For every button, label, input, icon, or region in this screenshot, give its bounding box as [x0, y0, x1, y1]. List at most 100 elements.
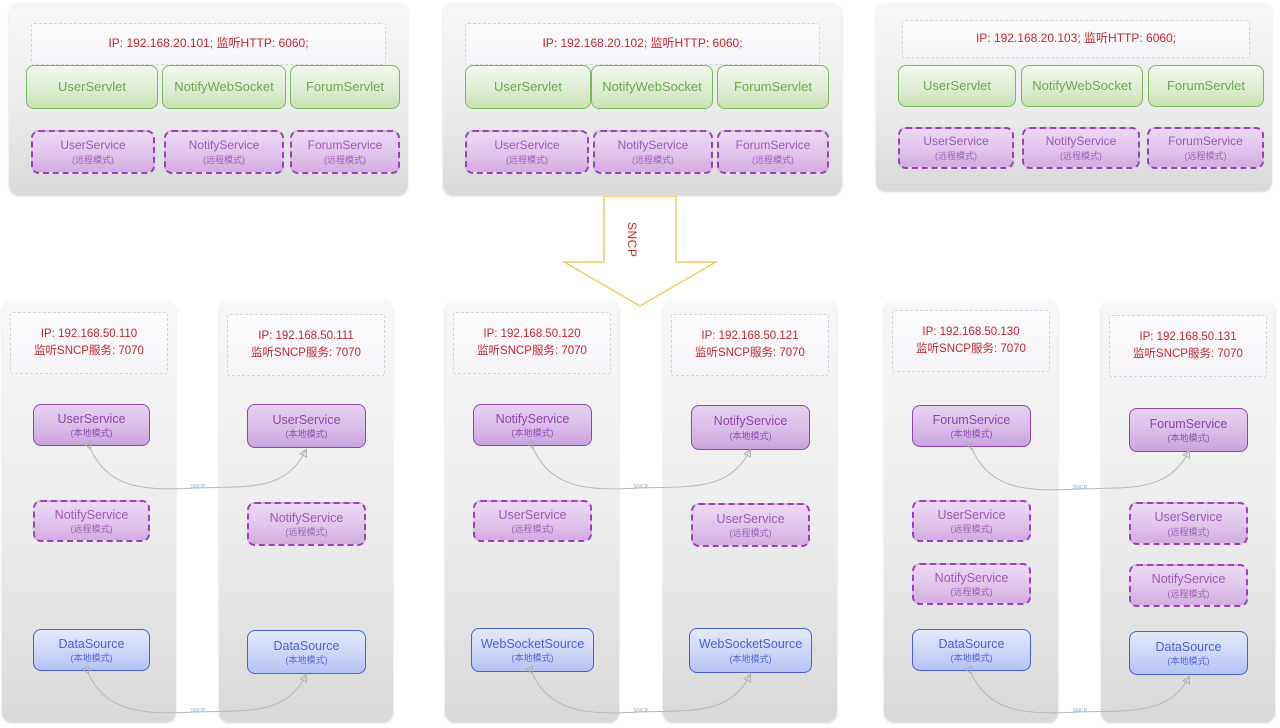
sncp-node-4-box-2[interactable]: UserService (远程模式)	[691, 503, 810, 547]
node-label: UserService	[498, 507, 567, 522]
http-panel-2: IP: 192.168.20.102; 监听HTTP: 6060; UserSe…	[443, 3, 842, 195]
sncp-node-1-port: 监听SNCP服务: 7070	[34, 345, 144, 357]
node-label: UserService	[57, 411, 126, 426]
sncp-node-1-box-2[interactable]: NotifyService (远程模式)	[33, 500, 150, 542]
sncp-node-1-box-3[interactable]: DataSource (本地模式)	[33, 629, 150, 671]
http-panel-1-servlet-1[interactable]: UserServlet	[26, 65, 158, 109]
sncp-node-1: IP: 192.168.50.110 监听SNCP服务: 7070 UserSe…	[2, 300, 176, 722]
sncp-node-2-ip: IP: 192.168.50.111	[258, 330, 354, 343]
node-label: NotifyWebSocket	[602, 78, 702, 94]
sncp-node-6-box-3[interactable]: NotifyService (远程模式)	[1129, 564, 1248, 607]
http-panel-1-service-1[interactable]: UserService (远程模式)	[31, 130, 155, 174]
node-label: ForumServlet	[305, 78, 385, 94]
node-label: DataSource	[273, 638, 340, 653]
sncp-node-1-header: IP: 192.168.50.110 监听SNCP服务: 7070	[10, 312, 168, 374]
http-panel-3-service-1[interactable]: UserService (远程模式)	[898, 127, 1014, 169]
sncp-node-6-box-2[interactable]: UserService (远程模式)	[1129, 502, 1248, 545]
node-label: UserService	[937, 507, 1006, 522]
node-label: NotifyService	[495, 411, 570, 426]
node-label: ForumService	[932, 412, 1011, 427]
sncp-node-2-box-1[interactable]: UserService (本地模式)	[247, 404, 366, 448]
http-panel-2-header: IP: 192.168.20.102; 监听HTTP: 6060;	[465, 23, 820, 65]
node-mode: (本地模式)	[285, 655, 328, 666]
sncp-node-5-box-2[interactable]: UserService (远程模式)	[912, 500, 1031, 542]
sncp-arrow-icon	[561, 196, 719, 307]
sncp-node-6-ip: IP: 192.168.50.131	[1139, 331, 1237, 344]
http-panel-2-servlet-2[interactable]: NotifyWebSocket	[591, 65, 713, 109]
http-panel-3-servlet-2[interactable]: NotifyWebSocket	[1021, 65, 1143, 107]
node-label: ForumService	[735, 137, 811, 152]
http-panel-1-servlet-3[interactable]: ForumServlet	[290, 65, 400, 109]
node-mode: (本地模式)	[729, 653, 772, 664]
node-label: UserService	[923, 133, 989, 148]
node-label: NotifyService	[713, 414, 788, 429]
node-label: ForumServlet	[1166, 77, 1246, 93]
http-panel-3-servlet-1[interactable]: UserServlet	[898, 65, 1016, 107]
http-panel-1-servlet-2[interactable]: NotifyWebSocket	[162, 65, 286, 109]
sncp-node-1-box-1[interactable]: UserService (本地模式)	[33, 404, 150, 446]
node-label: UserServlet	[58, 78, 126, 94]
node-mode: (远程模式)	[950, 524, 993, 535]
node-label: DataSource	[58, 636, 125, 651]
sncp-node-3-box-3[interactable]: WebSocketSource (本地模式)	[471, 628, 594, 672]
sncp-node-4-box-3[interactable]: WebSocketSource (本地模式)	[689, 628, 812, 673]
node-mode: (本地模式)	[70, 653, 113, 664]
sncp-node-2-box-2[interactable]: NotifyService (远程模式)	[247, 502, 366, 546]
node-mode: (本地模式)	[1167, 433, 1210, 444]
http-panel-1-service-2[interactable]: NotifyService (远程模式)	[164, 130, 284, 174]
http-panel-3-servlet-3[interactable]: ForumServlet	[1148, 65, 1264, 107]
http-panel-2-service-1[interactable]: UserService (远程模式)	[465, 130, 589, 174]
sncp-node-3: IP: 192.168.50.120 监听SNCP服务: 7070 Notify…	[445, 300, 619, 722]
sncp-node-3-header: IP: 192.168.50.120 监听SNCP服务: 7070	[453, 312, 611, 374]
node-mode: (本地模式)	[1167, 656, 1210, 667]
sncp-node-6-box-1[interactable]: ForumService (本地模式)	[1129, 408, 1248, 452]
http-panel-3-service-3[interactable]: ForumService (远程模式)	[1147, 127, 1264, 169]
node-label: DataSource	[938, 636, 1005, 651]
node-mode: (远程模式)	[752, 154, 794, 165]
node-label: NotifyService	[54, 507, 129, 522]
node-label: NotifyService	[188, 137, 260, 152]
node-mode: (本地模式)	[70, 428, 113, 439]
node-label: WebSocketSource	[698, 637, 803, 652]
http-panel-2-service-3[interactable]: ForumService (远程模式)	[717, 130, 829, 174]
sncp-node-4-port: 监听SNCP服务: 7070	[695, 347, 805, 359]
node-label: NotifyService	[934, 570, 1009, 585]
sncp-arrow-label: SNCP	[625, 222, 639, 258]
sncp-node-5-box-3[interactable]: NotifyService (远程模式)	[912, 563, 1031, 605]
http-panel-2-servlet-3[interactable]: ForumServlet	[717, 65, 829, 109]
node-mode: (本地模式)	[285, 429, 328, 440]
http-panel-1-header-line: IP: 192.168.20.101; 监听HTTP: 6060;	[108, 36, 309, 51]
node-label: DataSource	[1155, 639, 1222, 654]
http-panel-2-service-2[interactable]: NotifyService (远程模式)	[593, 130, 713, 174]
node-label: NotifyWebSocket	[174, 78, 274, 94]
sncp-node-6-box-4[interactable]: DataSource (本地模式)	[1129, 631, 1248, 675]
node-mode: (本地模式)	[950, 653, 993, 664]
http-panel-1-service-3[interactable]: ForumService (远程模式)	[290, 130, 400, 174]
node-label: UserService	[272, 412, 341, 427]
http-panel-2-servlet-1[interactable]: UserServlet	[465, 65, 591, 109]
sncp-node-4-ip: IP: 192.168.50.121	[701, 330, 799, 343]
http-panel-3-header: IP: 192.168.20.103; 监听HTTP: 6060;	[902, 20, 1250, 58]
http-panel-3-service-2[interactable]: NotifyService (远程模式)	[1022, 127, 1140, 169]
sncp-node-4-box-1[interactable]: NotifyService (本地模式)	[691, 405, 810, 450]
node-mode: (远程模式)	[511, 524, 554, 535]
http-panel-3-header-line: IP: 192.168.20.103; 监听HTTP: 6060;	[975, 31, 1177, 46]
sncp-node-3-box-2[interactable]: UserService (远程模式)	[473, 500, 592, 542]
sncp-node-5-box-4[interactable]: DataSource (本地模式)	[912, 629, 1031, 671]
node-mode: (远程模式)	[324, 154, 366, 165]
http-panel-2-header-line: IP: 192.168.20.102; 监听HTTP: 6060;	[542, 36, 743, 51]
node-mode: (远程模式)	[203, 154, 245, 165]
sncp-node-2-box-3[interactable]: DataSource (本地模式)	[247, 630, 366, 674]
http-panel-1: IP: 192.168.20.101; 监听HTTP: 6060; UserSe…	[9, 3, 408, 195]
sncp-node-5-box-1[interactable]: ForumService (本地模式)	[912, 405, 1031, 447]
connector-label-1: SNCP	[190, 484, 206, 490]
node-label: UserServlet	[923, 77, 991, 93]
http-panel-1-header: IP: 192.168.20.101; 监听HTTP: 6060;	[31, 23, 386, 65]
node-mode: (本地模式)	[729, 430, 772, 441]
sncp-node-3-box-1[interactable]: NotifyService (本地模式)	[473, 404, 592, 446]
node-mode: (远程模式)	[729, 528, 772, 539]
node-label: UserService	[1154, 510, 1223, 525]
node-mode: (远程模式)	[70, 524, 113, 535]
node-label: ForumService	[1149, 416, 1228, 431]
sncp-node-4: IP: 192.168.50.121 监听SNCP服务: 7070 Notify…	[663, 300, 837, 722]
